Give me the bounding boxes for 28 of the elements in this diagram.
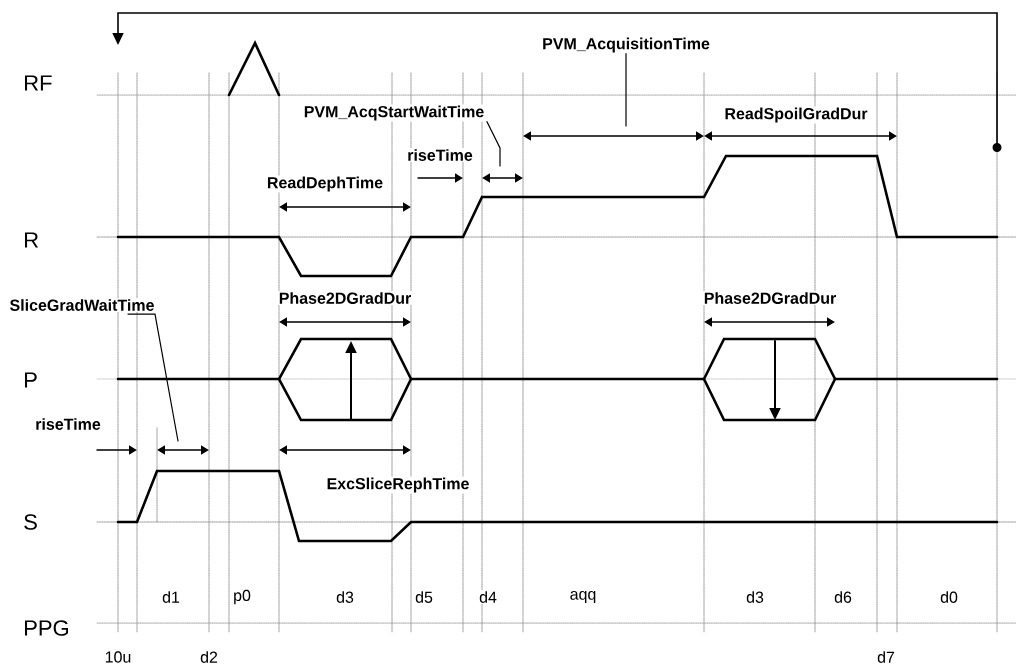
dimension-label: riseTime xyxy=(406,148,474,162)
leader-line xyxy=(625,53,627,127)
channel-label: PPG xyxy=(25,620,68,636)
interval-label: d7 xyxy=(876,650,896,664)
interval-label: d3 xyxy=(335,590,355,604)
interval-label: d0 xyxy=(939,590,959,604)
interval-label: 10u xyxy=(103,650,133,664)
interval-label: aqq xyxy=(568,590,598,604)
interval-label: d2 xyxy=(199,650,219,664)
dimension-label: ReadDephTime xyxy=(265,175,385,193)
channel-label: P xyxy=(25,372,37,388)
dimension-label: Phase2DGradDur xyxy=(277,291,413,305)
interval-label: d3 xyxy=(745,590,765,604)
channel-label: S xyxy=(24,514,37,530)
dimension-label: PVM_AcquisitionTime xyxy=(541,36,711,54)
dimension-label: SliceGradWaitTime xyxy=(8,298,156,312)
dimension-label: Phase2DGradDur xyxy=(702,291,838,305)
interval-label: d1 xyxy=(161,590,181,604)
interval-label: d5 xyxy=(414,590,434,604)
interval-label: p0 xyxy=(232,588,252,606)
dimension-label: PVM_AcqStartWaitTime xyxy=(302,104,486,122)
dimension-label: ReadSpoilGradDur xyxy=(723,106,869,124)
channel-label: R xyxy=(25,232,39,248)
channel-label: RF xyxy=(25,75,52,91)
dimension-label: riseTime xyxy=(34,417,102,431)
interval-label: d6 xyxy=(833,590,853,604)
interval-label: d4 xyxy=(478,590,498,604)
dimension-label: ExcSliceRephTime xyxy=(325,476,471,494)
